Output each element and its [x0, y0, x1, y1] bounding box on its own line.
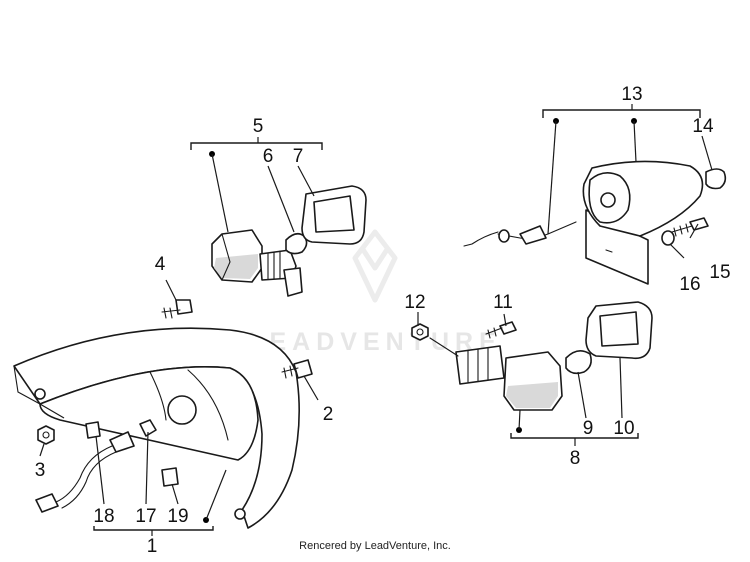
callout-19: 19: [167, 506, 188, 527]
callout-9: 9: [583, 418, 594, 439]
leader-lines: [39, 104, 713, 536]
callout-5: 5: [253, 116, 264, 137]
tail-light-housing-assembly: [13, 299, 313, 529]
callout-labels: 1 2 3 4 5 6 7 8 9 10 11 12 13 14 15 16 1…: [35, 84, 731, 557]
callout-15: 15: [709, 262, 730, 283]
callout-13: 13: [621, 84, 642, 105]
callout-6: 6: [263, 146, 274, 167]
callout-2: 2: [323, 404, 334, 425]
callout-10: 10: [613, 418, 634, 439]
callout-7: 7: [293, 146, 304, 167]
callout-16: 16: [679, 274, 700, 295]
rear-light-assembly: [463, 160, 727, 285]
watermark-text: LEADVENTURE: [248, 328, 502, 356]
callout-14: 14: [692, 116, 714, 137]
callout-1: 1: [147, 536, 158, 557]
callout-17: 17: [135, 506, 156, 527]
callout-18: 18: [93, 506, 114, 527]
callout-4: 4: [155, 254, 166, 275]
callout-12: 12: [404, 292, 425, 313]
callout-11: 11: [493, 292, 513, 313]
footer-credit: Rencered by LeadVenture, Inc.: [299, 540, 451, 552]
rear-turn-signal-assembly: [411, 301, 653, 411]
front-left-turn-signal-assembly: [211, 185, 367, 297]
callout-3: 3: [35, 460, 46, 481]
callout-8: 8: [570, 448, 581, 469]
watermark: LEADVENTURE: [248, 229, 502, 356]
